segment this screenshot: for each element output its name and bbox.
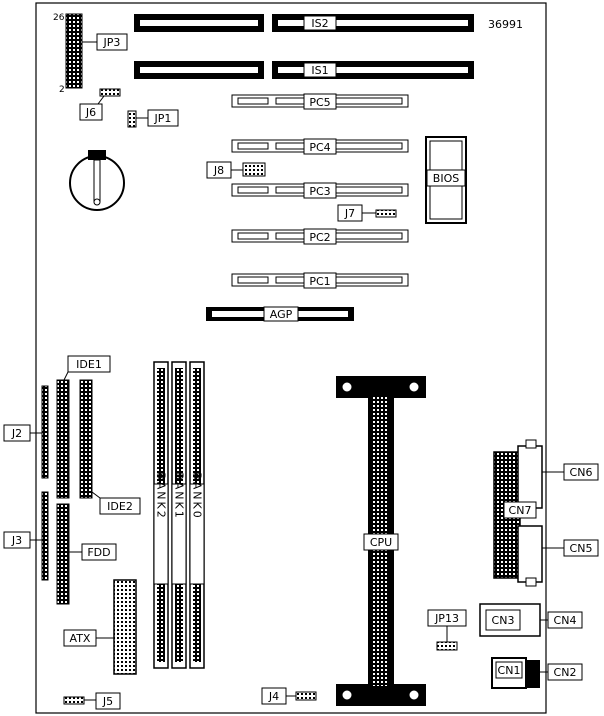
j6-label: J6 bbox=[85, 106, 96, 119]
rear-connectors-cn5-cn6-cn7: CN7 CN6 CN5 bbox=[493, 439, 599, 587]
bank2-label: BANK2 bbox=[155, 472, 168, 520]
bios-label: BIOS bbox=[433, 172, 459, 185]
j5-label: J5 bbox=[102, 695, 113, 708]
pci-slot-pc1: PC1 bbox=[231, 272, 409, 289]
pc2-label: PC2 bbox=[309, 231, 330, 244]
cn7-label: CN7 bbox=[509, 504, 532, 517]
j7-label: J7 bbox=[344, 207, 355, 220]
ide1-connector bbox=[56, 379, 70, 499]
is2-label: IS2 bbox=[311, 17, 328, 30]
cpu-label: CPU bbox=[370, 536, 392, 549]
cn6-label: CN6 bbox=[570, 466, 593, 479]
ide2-connector bbox=[79, 379, 93, 499]
part-number: 36991 bbox=[488, 18, 523, 31]
pci-slot-pc2: PC2 bbox=[231, 228, 409, 245]
cn2-label: CN2 bbox=[554, 666, 577, 679]
jp3-pin-bottom: 2 bbox=[59, 85, 65, 95]
atx-label: ATX bbox=[70, 632, 91, 645]
isa-slot-is2: IS2 bbox=[134, 14, 474, 32]
cpu-mount-hole-tl bbox=[341, 381, 353, 393]
pc4-label: PC4 bbox=[309, 141, 330, 154]
jp3-header: 26 2 JP3 bbox=[53, 13, 128, 95]
cpu-mount-hole-br bbox=[408, 689, 420, 701]
cpu-mount-hole-tr bbox=[408, 381, 420, 393]
atx-power-connector: ATX bbox=[63, 579, 137, 675]
agp-label: AGP bbox=[270, 308, 293, 321]
battery bbox=[69, 150, 125, 211]
j4-jumper: J4 bbox=[261, 687, 317, 705]
board-outline bbox=[35, 2, 547, 714]
jp1-jumper: JP1 bbox=[127, 109, 179, 128]
jp3-pin-top: 26 bbox=[53, 13, 65, 23]
cn5-label: CN5 bbox=[570, 542, 593, 555]
j2-header bbox=[41, 385, 49, 479]
cn1-cn2-connector: CN1 CN2 bbox=[491, 657, 583, 689]
memory-bank-0: BANK0 bbox=[189, 361, 205, 669]
j5-jumper: J5 bbox=[63, 692, 121, 710]
memory-bank-2: BANK2 bbox=[153, 361, 169, 669]
jp1-label: JP1 bbox=[154, 112, 172, 125]
jp13-jumper: JP13 bbox=[427, 609, 467, 651]
ide1-label: IDE1 bbox=[76, 358, 102, 371]
jp3-label: JP3 bbox=[103, 36, 121, 49]
j4-label: J4 bbox=[268, 690, 279, 703]
pc1-label: PC1 bbox=[309, 275, 330, 288]
isa-slot-is1: IS1 bbox=[134, 61, 474, 79]
pc3-label: PC3 bbox=[309, 185, 330, 198]
fdd-label: FDD bbox=[87, 546, 110, 559]
cpu-mount-hole-bl bbox=[341, 689, 353, 701]
jp13-label: JP13 bbox=[434, 612, 459, 625]
pc5-label: PC5 bbox=[309, 96, 330, 109]
ide-fdd-area: IDE1 J2 IDE2 J3 FDD bbox=[3, 355, 141, 605]
bank0-label: BANK0 bbox=[191, 472, 204, 520]
j3-header bbox=[41, 491, 49, 581]
agp-slot: AGP bbox=[206, 306, 354, 322]
j3-label: J3 bbox=[11, 534, 22, 547]
fdd-connector bbox=[56, 503, 70, 605]
cn1-label: CN1 bbox=[498, 664, 521, 677]
pci-slot-pc5: PC5 bbox=[231, 93, 409, 110]
j7-jumper: J7 bbox=[337, 204, 397, 222]
pci-slot-pc4: PC4 bbox=[231, 138, 409, 155]
bank1-label: BANK1 bbox=[173, 472, 186, 520]
memory-bank-1: BANK1 bbox=[171, 361, 187, 669]
j8-label: J8 bbox=[213, 164, 224, 177]
j8-jumper: J8 bbox=[206, 161, 266, 179]
j6-jumper: J6 bbox=[79, 88, 121, 121]
is1-label: IS1 bbox=[311, 64, 328, 77]
bios-chip: BIOS bbox=[425, 136, 467, 224]
cn3-label: CN3 bbox=[492, 614, 515, 627]
ide2-label: IDE2 bbox=[107, 500, 133, 513]
cn3-cn4-connector: CN3 CN4 bbox=[479, 603, 583, 637]
cn4-label: CN4 bbox=[554, 614, 577, 627]
cpu-slot: CPU bbox=[336, 376, 426, 706]
pci-slot-pc3: PC3 bbox=[231, 182, 409, 199]
j2-label: J2 bbox=[11, 427, 22, 440]
